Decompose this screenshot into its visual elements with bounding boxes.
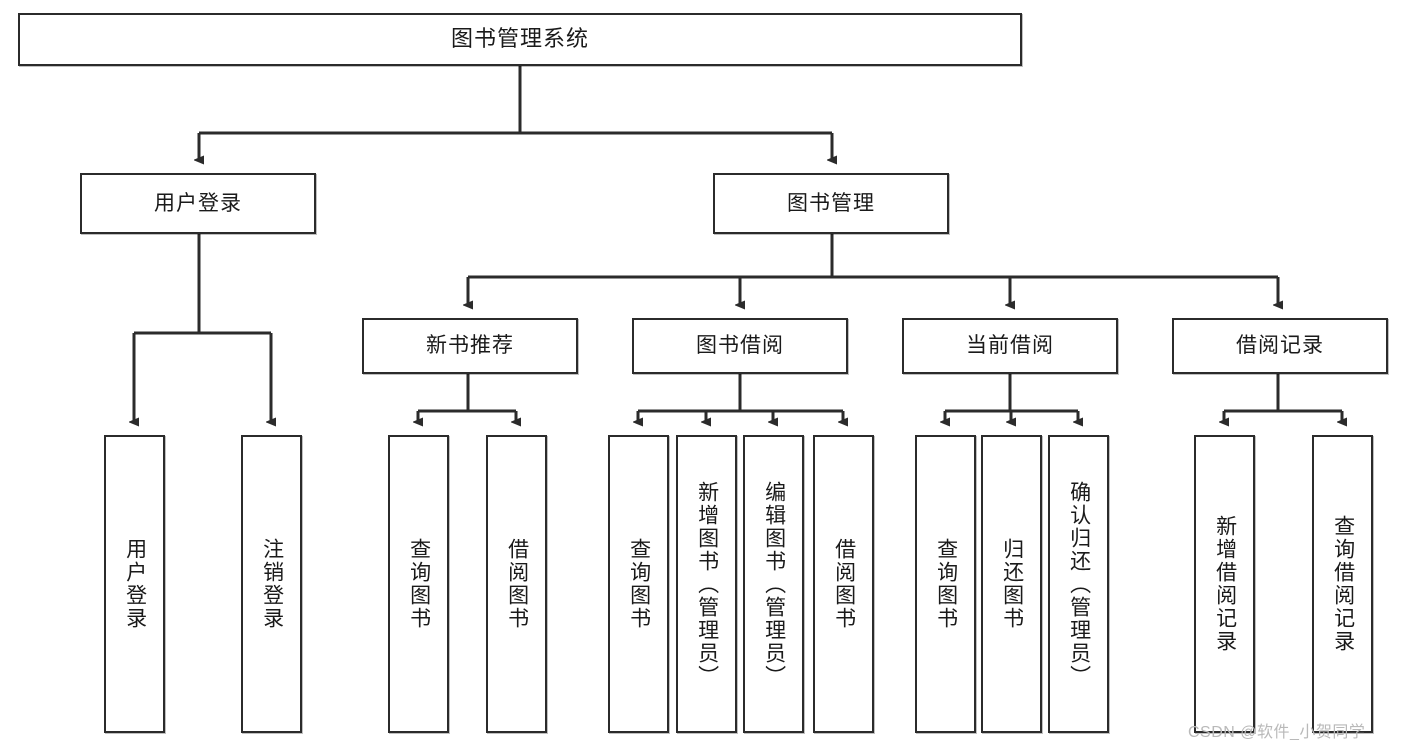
leaf-query-borrowing-record[interactable]: 查询借阅记录 xyxy=(1312,435,1373,733)
leaf-borrow-books-recommendation[interactable]: 借阅图书 xyxy=(486,435,547,733)
leaf-borrow-books-borrowing[interactable]: 借阅图书 xyxy=(813,435,874,733)
leaf-query-books-current[interactable]: 查询图书 xyxy=(915,435,976,733)
leaf-logout[interactable]: 注销登录 xyxy=(241,435,302,733)
leaf-edit-book-admin[interactable]: 编辑图书（管理员） xyxy=(743,435,804,733)
leaf-add-book-admin[interactable]: 新增图书（管理员） xyxy=(676,435,737,733)
node-current-borrowing[interactable]: 当前借阅 xyxy=(902,318,1118,374)
leaf-user-login[interactable]: 用户登录 xyxy=(104,435,165,733)
node-root-library-management-system[interactable]: 图书管理系统 xyxy=(18,13,1022,66)
node-new-book-recommendation[interactable]: 新书推荐 xyxy=(362,318,578,374)
node-book-management[interactable]: 图书管理 xyxy=(713,173,949,234)
node-user-login[interactable]: 用户登录 xyxy=(80,173,316,234)
leaf-add-borrowing-record[interactable]: 新增借阅记录 xyxy=(1194,435,1255,733)
leaf-return-books[interactable]: 归还图书 xyxy=(981,435,1042,733)
leaf-confirm-return-admin[interactable]: 确认归还（管理员） xyxy=(1048,435,1109,733)
node-book-borrowing[interactable]: 图书借阅 xyxy=(632,318,848,374)
leaf-query-books-borrowing[interactable]: 查询图书 xyxy=(608,435,669,733)
csdn-watermark: CSDN @软件_小贺同学 xyxy=(1188,724,1366,741)
leaf-query-books-recommendation[interactable]: 查询图书 xyxy=(388,435,449,733)
node-borrowing-records[interactable]: 借阅记录 xyxy=(1172,318,1388,374)
